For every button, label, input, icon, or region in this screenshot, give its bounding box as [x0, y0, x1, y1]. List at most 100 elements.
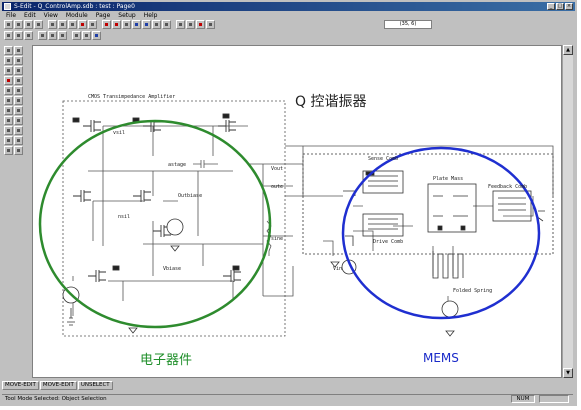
- polygon-tool-icon[interactable]: [4, 66, 13, 75]
- zoom-in-icon[interactable]: [4, 31, 13, 40]
- feedback-comb-label: Feedback Comb: [488, 184, 527, 190]
- cut-icon[interactable]: [48, 20, 57, 29]
- grid-icon[interactable]: [38, 31, 47, 40]
- num-lock-indicator: NUM: [511, 395, 535, 403]
- tab-unselect[interactable]: UNSELECT: [77, 381, 113, 390]
- global-port-tool-icon[interactable]: [14, 116, 23, 125]
- zoom-combo[interactable]: (35, 6): [384, 20, 432, 29]
- module-icon[interactable]: [102, 20, 111, 29]
- symbol-icon[interactable]: [132, 20, 141, 29]
- instance-icon[interactable]: [122, 20, 131, 29]
- output-port-tool-icon[interactable]: [14, 106, 23, 115]
- net-vsil: vsil: [113, 130, 125, 136]
- circle-tool-icon[interactable]: [14, 56, 23, 65]
- refresh-icon[interactable]: [48, 31, 57, 40]
- select-all-icon[interactable]: [72, 31, 81, 40]
- wire-tool-icon[interactable]: [14, 76, 23, 85]
- save-icon[interactable]: [24, 20, 33, 29]
- rotate-tool-icon[interactable]: [4, 136, 13, 145]
- deselect-icon[interactable]: [82, 31, 91, 40]
- maximize-button[interactable]: □: [556, 3, 564, 10]
- text-tool-icon[interactable]: [14, 86, 23, 95]
- simulate-icon[interactable]: [186, 20, 195, 29]
- diagram-title: Q 控谐振器: [295, 94, 366, 110]
- page-icon[interactable]: [112, 20, 121, 29]
- paste-icon[interactable]: [68, 20, 77, 29]
- cmos-block-label: CMOS Transimpedance Amplifier: [88, 94, 175, 100]
- mems-label: MEMS: [423, 351, 459, 365]
- new-file-icon[interactable]: [4, 20, 13, 29]
- input-port-tool-icon[interactable]: [4, 106, 13, 115]
- line-tool-icon[interactable]: [14, 66, 23, 75]
- minimize-button[interactable]: _: [547, 3, 555, 10]
- pie-tool-icon[interactable]: [14, 96, 23, 105]
- net-oute: oute: [271, 184, 283, 190]
- select-tool-icon[interactable]: [4, 46, 13, 55]
- transistor-m5: [133, 190, 151, 202]
- menu-bar: File Edit View Module Page Setup Help: [2, 11, 157, 20]
- bidir-port-tool-icon[interactable]: [4, 116, 13, 125]
- arc-tool-icon[interactable]: [4, 96, 13, 105]
- net-outbias: Outbiase: [178, 193, 202, 199]
- schematic-drawing: Q 控谐振器 CMOS Transimpedance Amplifier vsi…: [38, 94, 554, 368]
- electronics-label: 电子器件: [140, 353, 192, 368]
- window-controls: _ □ ×: [547, 3, 573, 10]
- sense-comb-label: Sense Comb: [368, 156, 398, 162]
- zoom-out-icon[interactable]: [14, 31, 23, 40]
- menu-file[interactable]: File: [6, 12, 17, 19]
- title-bar: S-Edit - Q_ControlAmp.sdb : test : Page0…: [2, 2, 575, 11]
- copy-icon[interactable]: [58, 20, 67, 29]
- menu-help[interactable]: Help: [143, 12, 158, 19]
- menu-page[interactable]: Page: [95, 12, 111, 19]
- status-bar: Tool Mode Selected: Object Selection NUM: [2, 394, 573, 403]
- transistor-m3: [218, 113, 236, 132]
- drive-comb-label: Drive Comb: [373, 239, 403, 245]
- label-tool-icon[interactable]: [4, 86, 13, 95]
- tab-move-edit-1[interactable]: MOVE-EDIT: [2, 381, 39, 390]
- pencil-tool-icon[interactable]: [14, 146, 23, 155]
- box-tool-icon[interactable]: [4, 56, 13, 65]
- window-title: S-Edit - Q_ControlAmp.sdb : test : Page0: [14, 3, 135, 10]
- scroll-down-icon[interactable]: ▼: [563, 368, 573, 378]
- folded-spring-label: Folded Spring: [453, 288, 492, 294]
- pop-icon[interactable]: [162, 20, 171, 29]
- connector-tool-icon[interactable]: [4, 126, 13, 135]
- open-file-icon[interactable]: [14, 20, 23, 29]
- probe-icon[interactable]: [196, 20, 205, 29]
- mems-bias-source-icon: [441, 300, 459, 318]
- print-icon[interactable]: [34, 20, 43, 29]
- net-nsil: nsil: [118, 214, 130, 220]
- redo-icon[interactable]: [88, 20, 97, 29]
- transistor-m4: [73, 190, 91, 202]
- pan-icon[interactable]: [58, 31, 67, 40]
- menu-view[interactable]: View: [43, 12, 58, 19]
- ruler-tool-icon[interactable]: [4, 146, 13, 155]
- properties-icon[interactable]: [92, 31, 101, 40]
- schematic-canvas[interactable]: Q 控谐振器 CMOS Transimpedance Amplifier vsi…: [32, 45, 562, 378]
- transistor-m1: [72, 117, 101, 132]
- menu-module[interactable]: Module: [65, 12, 88, 19]
- schematic-icon[interactable]: [142, 20, 151, 29]
- push-icon[interactable]: [152, 20, 161, 29]
- flip-tool-icon[interactable]: [14, 136, 23, 145]
- scroll-up-icon[interactable]: ▲: [563, 45, 573, 55]
- port-tool-icon[interactable]: [4, 76, 13, 85]
- close-button[interactable]: ×: [565, 3, 573, 10]
- mems-block-outline: [302, 153, 554, 255]
- netlist-icon[interactable]: [176, 20, 185, 29]
- zoom-fit-icon[interactable]: [24, 31, 33, 40]
- vertical-scrollbar[interactable]: ▲ ▼: [562, 45, 573, 378]
- transistor-m7: [88, 265, 120, 282]
- drawing-tools-palette: [4, 46, 23, 204]
- main-toolbar: [4, 20, 215, 30]
- help-icon[interactable]: [206, 20, 215, 29]
- menu-setup[interactable]: Setup: [118, 12, 136, 19]
- menu-edit[interactable]: Edit: [24, 12, 36, 19]
- electronics-circle: [38, 119, 272, 329]
- outbias-source-icon: [166, 218, 184, 236]
- pointer-tool-icon[interactable]: [14, 46, 23, 55]
- tab-move-edit-2[interactable]: MOVE-EDIT: [39, 381, 77, 390]
- undo-icon[interactable]: [78, 20, 87, 29]
- bus-tool-icon[interactable]: [14, 126, 23, 135]
- mems-circle: [341, 146, 541, 320]
